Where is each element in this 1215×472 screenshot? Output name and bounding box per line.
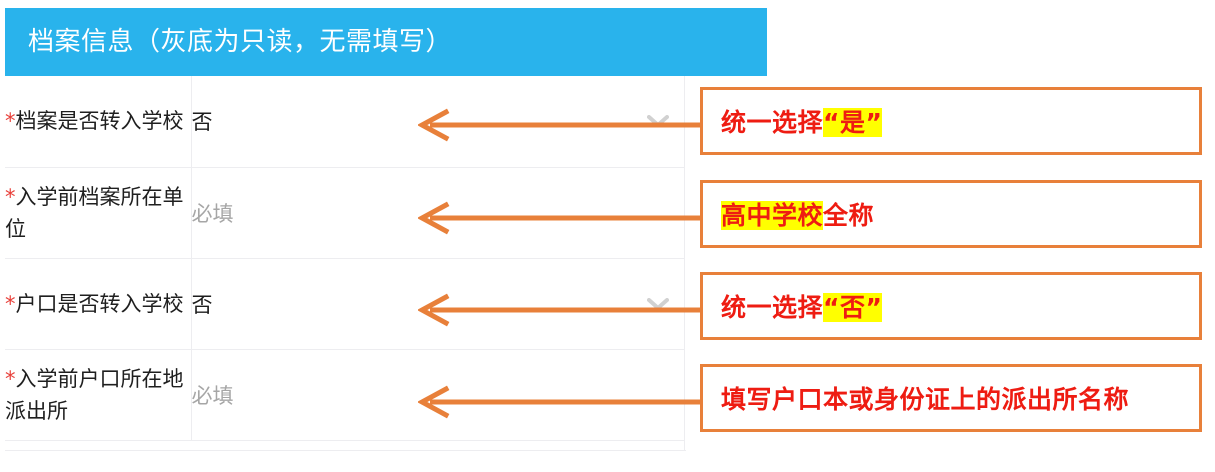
- annotation-text-3: 统一选择“否”: [703, 288, 883, 324]
- table-bottom-divider: [5, 450, 686, 451]
- section-header-title: 档案信息（灰底为只读，无需填写）: [28, 27, 453, 57]
- annotation-highlight: “否”: [823, 293, 883, 322]
- annotation-text-4: 填写户口本或身份证上的派出所名称: [703, 380, 1129, 416]
- field-label-cell: *入学前户口所在地派出所: [5, 349, 192, 441]
- annotation-prefix: 填写户口本或身份证上的派出所名称: [721, 385, 1130, 414]
- annotation-highlight: 高中学校: [721, 201, 824, 230]
- annotation-box-1[interactable]: 统一选择“是”: [700, 87, 1202, 155]
- select-value-hukou-transfer[interactable]: 否: [191, 292, 213, 317]
- field-label-text: 档案是否转入学校: [15, 109, 184, 134]
- section-header-bar: 档案信息（灰底为只读，无需填写）: [5, 8, 767, 76]
- annotation-box-4[interactable]: 填写户口本或身份证上的派出所名称: [700, 364, 1202, 432]
- field-label: *档案是否转入学校: [5, 109, 184, 133]
- required-asterisk: *: [5, 291, 16, 316]
- field-value-cell[interactable]: 否: [191, 76, 685, 168]
- table-row: *户口是否转入学校 否: [5, 258, 685, 350]
- required-asterisk: *: [5, 109, 16, 134]
- required-asterisk: *: [5, 184, 16, 209]
- annotation-prefix: 统一选择: [721, 293, 824, 322]
- field-label: *户口是否转入学校: [5, 292, 184, 316]
- field-label-text: 户口是否转入学校: [15, 291, 184, 316]
- table-row: *入学前档案所在单位 必填: [5, 167, 685, 259]
- chevron-down-icon[interactable]: [645, 294, 671, 314]
- required-asterisk: *: [5, 366, 16, 391]
- input-placeholder-archive-unit[interactable]: 必填: [191, 201, 234, 226]
- table-row: *入学前户口所在地派出所 必填: [5, 349, 685, 441]
- field-value-cell[interactable]: 必填: [191, 167, 685, 259]
- field-label-text: 入学前档案所在单位: [5, 184, 184, 241]
- field-label-text: 入学前户口所在地派出所: [5, 366, 184, 423]
- archive-info-table: *档案是否转入学校 否 *入学前档案所在单位 必填: [5, 76, 685, 441]
- annotation-highlight: “是”: [823, 108, 883, 137]
- field-value-cell[interactable]: 必填: [191, 349, 685, 441]
- field-label: *入学前户口所在地派出所: [5, 367, 184, 423]
- archive-info-form-panel: 档案信息（灰底为只读，无需填写） *档案是否转入学校 否 *入学前档案所在单位: [5, 8, 767, 450]
- field-label: *入学前档案所在单位: [5, 185, 184, 241]
- annotation-suffix: 全称: [823, 201, 875, 230]
- select-value-archive-transfer[interactable]: 否: [191, 110, 213, 135]
- table-row: *档案是否转入学校 否: [5, 76, 685, 168]
- field-label-cell: *入学前档案所在单位: [5, 167, 192, 259]
- field-value-cell[interactable]: 否: [191, 258, 685, 350]
- annotation-box-2[interactable]: 高中学校全称: [700, 180, 1202, 248]
- table-right-divider: [684, 76, 685, 450]
- annotation-text-2: 高中学校全称: [703, 196, 874, 232]
- annotation-prefix: 统一选择: [721, 108, 824, 137]
- annotation-box-3[interactable]: 统一选择“否”: [700, 272, 1202, 340]
- input-placeholder-police-station[interactable]: 必填: [191, 383, 234, 408]
- field-label-cell: *档案是否转入学校: [5, 76, 192, 168]
- chevron-down-icon[interactable]: [645, 111, 671, 131]
- annotation-text-1: 统一选择“是”: [703, 103, 883, 139]
- field-label-cell: *户口是否转入学校: [5, 258, 192, 350]
